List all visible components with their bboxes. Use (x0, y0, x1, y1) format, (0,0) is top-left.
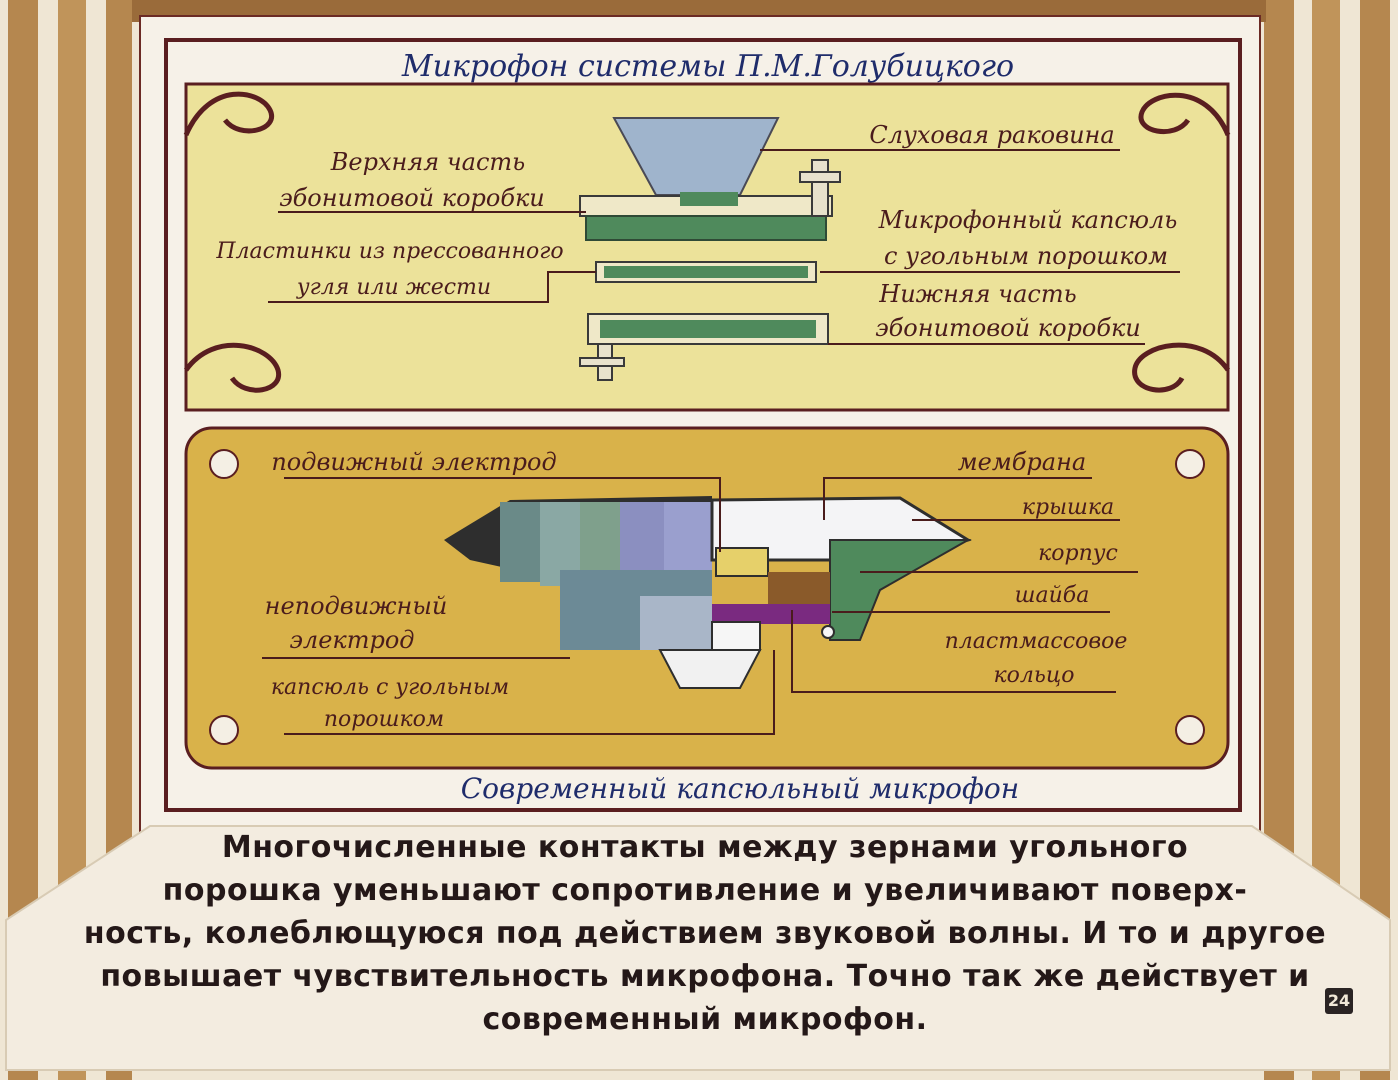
label-capsule-bottom-line1: капсюль с угольным (271, 675, 509, 700)
label-cover: крышка (1022, 495, 1114, 520)
upper-box-green-layer (585, 215, 827, 241)
ornament-top-left (183, 91, 275, 137)
caption-line-1: Многочисленные контакты между зернами уг… (221, 830, 1189, 865)
label-lower-box-line1: Нижняя часть (878, 280, 1076, 308)
capsule-microphone-shape (444, 496, 972, 689)
label-washer: шайба (1015, 583, 1090, 608)
ornament-bottom-left (183, 342, 282, 393)
label-ring-line1: пластмассовое (945, 629, 1128, 654)
label-ring-line2: кольцо (994, 663, 1075, 688)
label-plates-line1: Пластинки из прессованного (215, 239, 563, 264)
label-membrane: мембрана (958, 448, 1086, 476)
ornament-bottom-right (1132, 342, 1231, 393)
label-moving-electrode: подвижный электрод (271, 448, 556, 476)
ornament-top-right (1138, 92, 1231, 136)
label-upper-box-line1: Верхняя часть (330, 148, 525, 176)
label-capsule-bottom-line2: порошком (324, 707, 444, 732)
label-fixed-electrode-line2: электрод (289, 626, 414, 654)
caption-line-4: повышает чувствительность микрофона. Точ… (100, 959, 1310, 994)
label-ear-horn: Слуховая раковина (869, 121, 1114, 149)
label-body: корпус (1038, 541, 1118, 566)
label-upper-box-line2: эбонитовой коробки (279, 184, 545, 212)
caption-text: Многочисленные контакты между зернами уг… (40, 826, 1370, 1041)
caption-line-2: порошка уменьшают сопротивление и увелич… (162, 873, 1248, 908)
bottom-panel: подвижный электрод мембрана крышка корпу… (184, 426, 1230, 805)
label-plates-line2: угля или жести (296, 275, 491, 300)
label-fixed-electrode-line1: неподвижный (265, 592, 448, 620)
top-panel-title: Микрофон системы П.М.Голубицкого (401, 49, 1014, 84)
label-lower-box-line2: эбонитовой коробки (875, 314, 1141, 342)
rivet-top-right (1175, 449, 1205, 479)
caption-plate (5, 825, 1391, 1071)
bottom-panel-title: Современный капсюльный микрофон (461, 772, 1019, 805)
caption-line-5: современный микрофон. (482, 1002, 928, 1037)
caption-line-3: ность, колеблющуюся под действием звуков… (83, 916, 1327, 951)
left-frame-stripe-outer (8, 0, 38, 1080)
rivet-bottom-right (1175, 715, 1205, 745)
label-capsule-line2: с угольным порошком (884, 242, 1168, 270)
right-frame-stripe-outer (1360, 0, 1390, 1080)
label-capsule-line1: Микрофонный капсюль (878, 206, 1178, 234)
rivet-top-left (209, 449, 239, 479)
rivet-bottom-left (209, 715, 239, 745)
inner-frame (164, 38, 1242, 812)
page-number-badge: 24 (1325, 988, 1353, 1014)
top-panel: Микрофон системы П.М.Голубицкого Слухова… (183, 49, 1231, 412)
